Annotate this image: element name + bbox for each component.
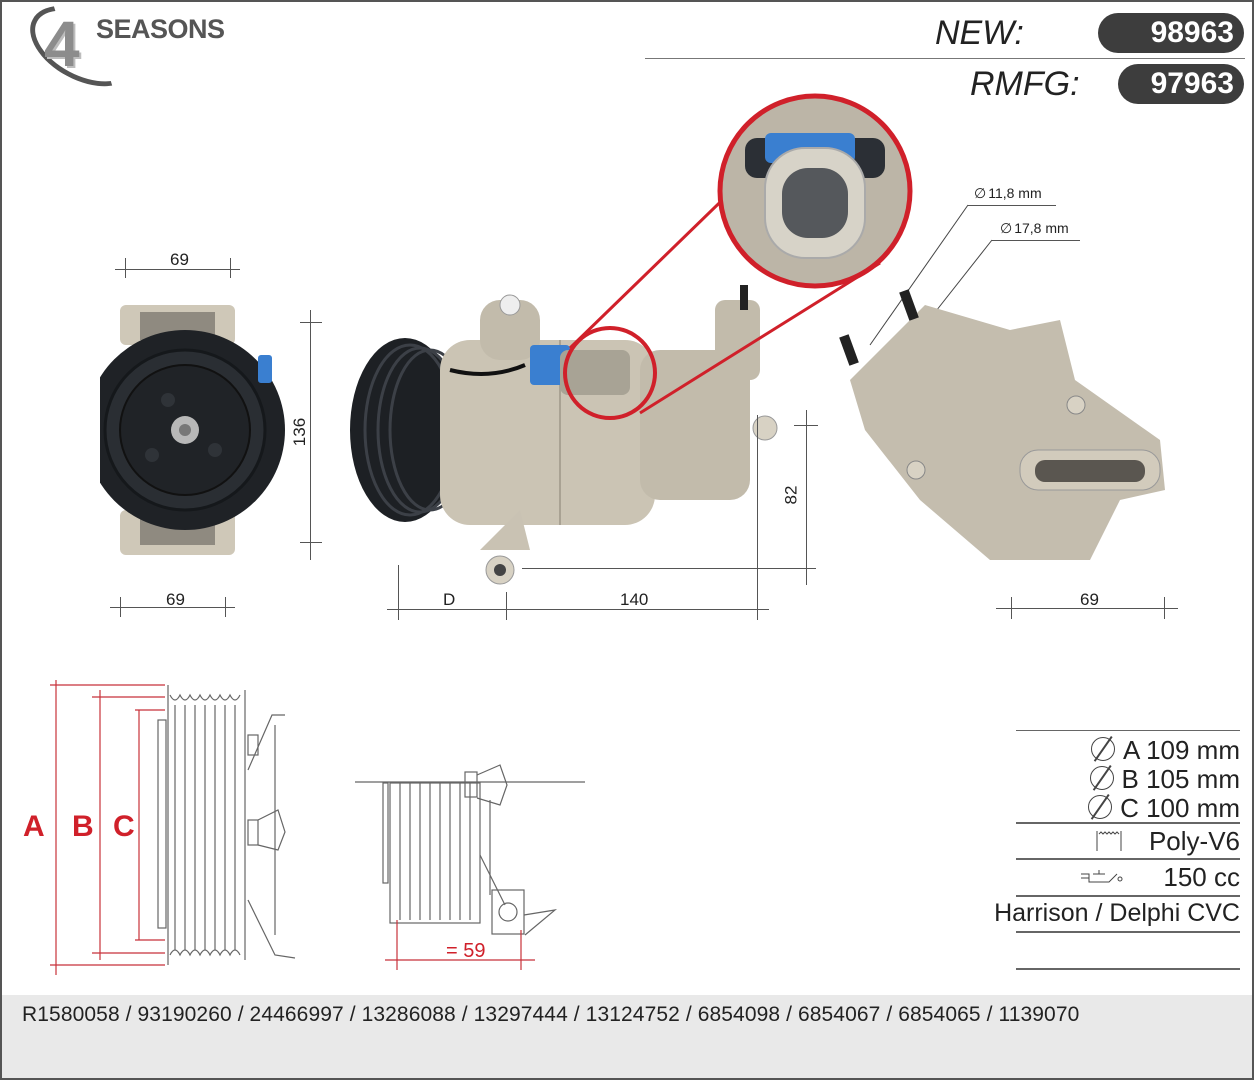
diameter-icon — [1088, 795, 1113, 819]
dim-tick — [225, 597, 226, 617]
spec-diameter-a: A 109 mm — [1090, 735, 1240, 766]
dim-line — [522, 568, 816, 569]
diameter-icon — [1089, 766, 1114, 790]
dim-mount-height: 82 — [781, 485, 801, 505]
dim-front-height: 136 — [290, 417, 310, 447]
dim-line — [115, 269, 240, 270]
diameter-icon — [1090, 737, 1115, 761]
compressor-front-photo — [100, 305, 285, 555]
dim-tick — [300, 542, 322, 543]
dim-line — [806, 410, 807, 585]
new-code-badge: 98963 — [1098, 13, 1244, 53]
dim-tick — [120, 597, 121, 617]
label-c: C — [113, 810, 135, 843]
spec-diameter-b: B 105 mm — [1089, 764, 1241, 795]
logo-text: SEASONS — [96, 14, 225, 44]
oe-numbers: R1580058 / 93190260 / 24466997 / 1328608… — [22, 1003, 1080, 1026]
dim-front-width-bottom: 69 — [166, 590, 185, 609]
dim-side-length: 140 — [620, 590, 649, 609]
dim-tick — [398, 565, 399, 620]
dim-tick — [230, 258, 231, 278]
spec-divider — [1016, 931, 1240, 933]
spec-pulley-type-value: Poly-V6 — [1148, 826, 1240, 856]
poly-v-belt-icon — [1096, 831, 1122, 851]
port-large-value: 17,8 mm — [1014, 220, 1069, 236]
mount-distance: = 59 — [446, 940, 486, 962]
spec-diameter-a-value: A 109 mm — [1122, 735, 1240, 765]
dim-line — [996, 608, 1178, 609]
spec-oil-volume-value: 150 cc — [1163, 862, 1240, 892]
dim-line — [387, 609, 769, 610]
spec-divider — [1016, 730, 1240, 731]
logo-number: 4 — [44, 8, 80, 80]
dim-line — [110, 607, 235, 608]
spec-diameter-c: C 100 mm — [1088, 793, 1240, 824]
compressor-back-photo — [839, 204, 1165, 560]
port-small-value: 11,8 mm — [988, 185, 1042, 201]
dim-tick — [125, 258, 126, 278]
spec-diameter-b-value: B 105 mm — [1121, 764, 1241, 794]
spec-divider — [1016, 895, 1240, 897]
dim-back-width: 69 — [1080, 590, 1099, 609]
dim-front-width-top: 69 — [170, 250, 189, 269]
dim-tick — [506, 592, 507, 620]
port-small-diameter: ∅11,8 mm — [974, 185, 1042, 201]
rmfg-label: RMFG: — [970, 65, 1080, 103]
spec-divider — [1016, 858, 1240, 860]
spec-divider — [1016, 968, 1240, 970]
new-label: NEW: — [935, 14, 1024, 52]
dim-line — [310, 310, 311, 560]
dim-tick — [1164, 597, 1165, 619]
spec-pulley-type: Poly-V6 — [1095, 826, 1240, 857]
oil-can-icon — [1081, 870, 1123, 883]
label-a: A — [23, 810, 45, 843]
dim-tick — [1011, 597, 1012, 619]
port-large-diameter: ∅17,8 mm — [1000, 220, 1069, 236]
mount-drawing — [355, 764, 585, 970]
spec-divider — [1016, 822, 1240, 824]
dim-tick — [757, 415, 758, 620]
pulley-drawing — [50, 680, 296, 975]
header-divider — [645, 58, 1245, 59]
spec-model: Harrison / Delphi CVC — [994, 899, 1240, 927]
rmfg-code-badge: 97963 — [1118, 64, 1244, 104]
connector-callout — [563, 93, 913, 420]
oe-numbers-bar: R1580058 / 93190260 / 24466997 / 1328608… — [2, 995, 1252, 1078]
compressor-side-photo — [350, 285, 778, 585]
spec-oil-volume: 150 cc — [1079, 862, 1240, 893]
spec-diameter-c-value: C 100 mm — [1120, 793, 1240, 823]
dim-d-label: D — [443, 590, 456, 609]
label-b: B — [72, 810, 94, 843]
leader-line — [992, 240, 1080, 241]
dim-tick — [794, 425, 818, 426]
leader-line — [968, 205, 1056, 206]
dim-tick — [300, 322, 322, 323]
